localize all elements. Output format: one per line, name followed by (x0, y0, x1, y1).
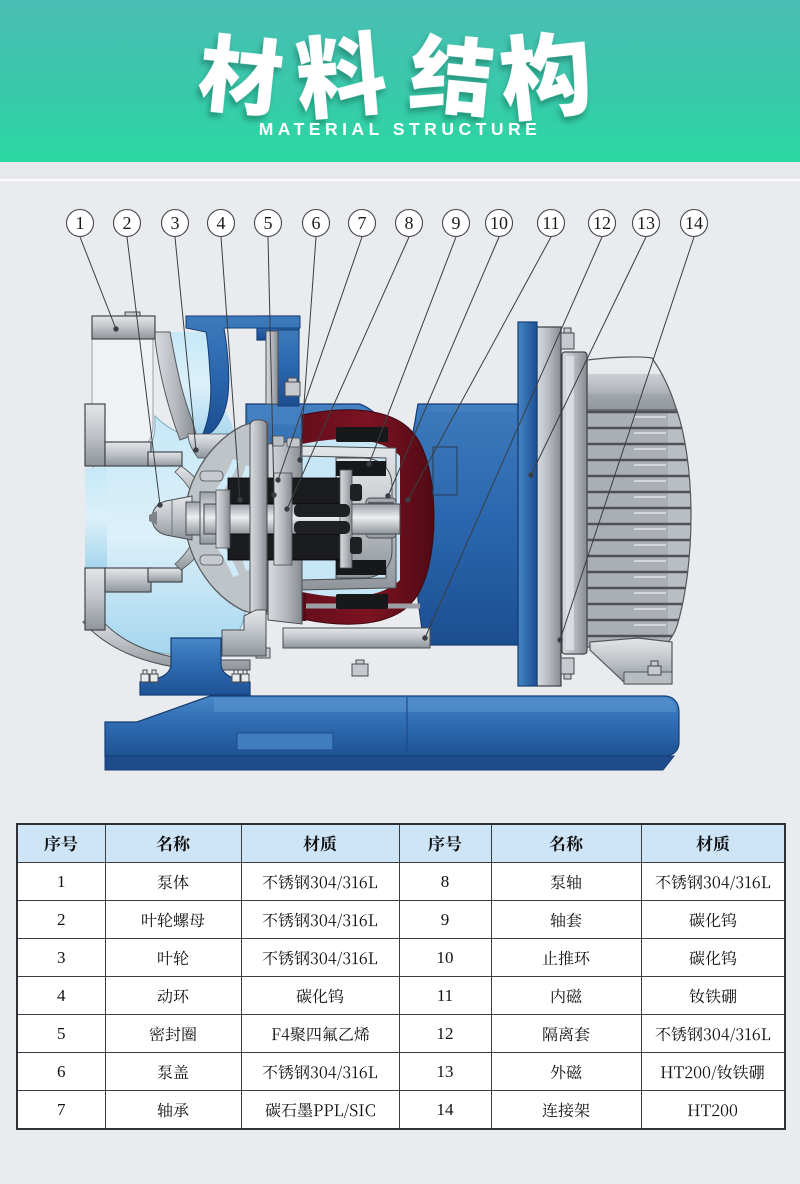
svg-text:2: 2 (123, 213, 132, 233)
svg-text:4: 4 (217, 213, 226, 233)
svg-text:1: 1 (76, 213, 85, 233)
svg-text:7: 7 (358, 213, 367, 233)
svg-text:6: 6 (312, 213, 321, 233)
svg-text:3: 3 (171, 213, 180, 233)
svg-text:14: 14 (685, 213, 703, 233)
svg-text:13: 13 (637, 213, 655, 233)
svg-text:8: 8 (405, 213, 414, 233)
svg-text:9: 9 (452, 213, 461, 233)
svg-text:11: 11 (542, 213, 559, 233)
svg-text:10: 10 (490, 213, 508, 233)
svg-text:5: 5 (264, 213, 273, 233)
svg-text:12: 12 (593, 213, 611, 233)
